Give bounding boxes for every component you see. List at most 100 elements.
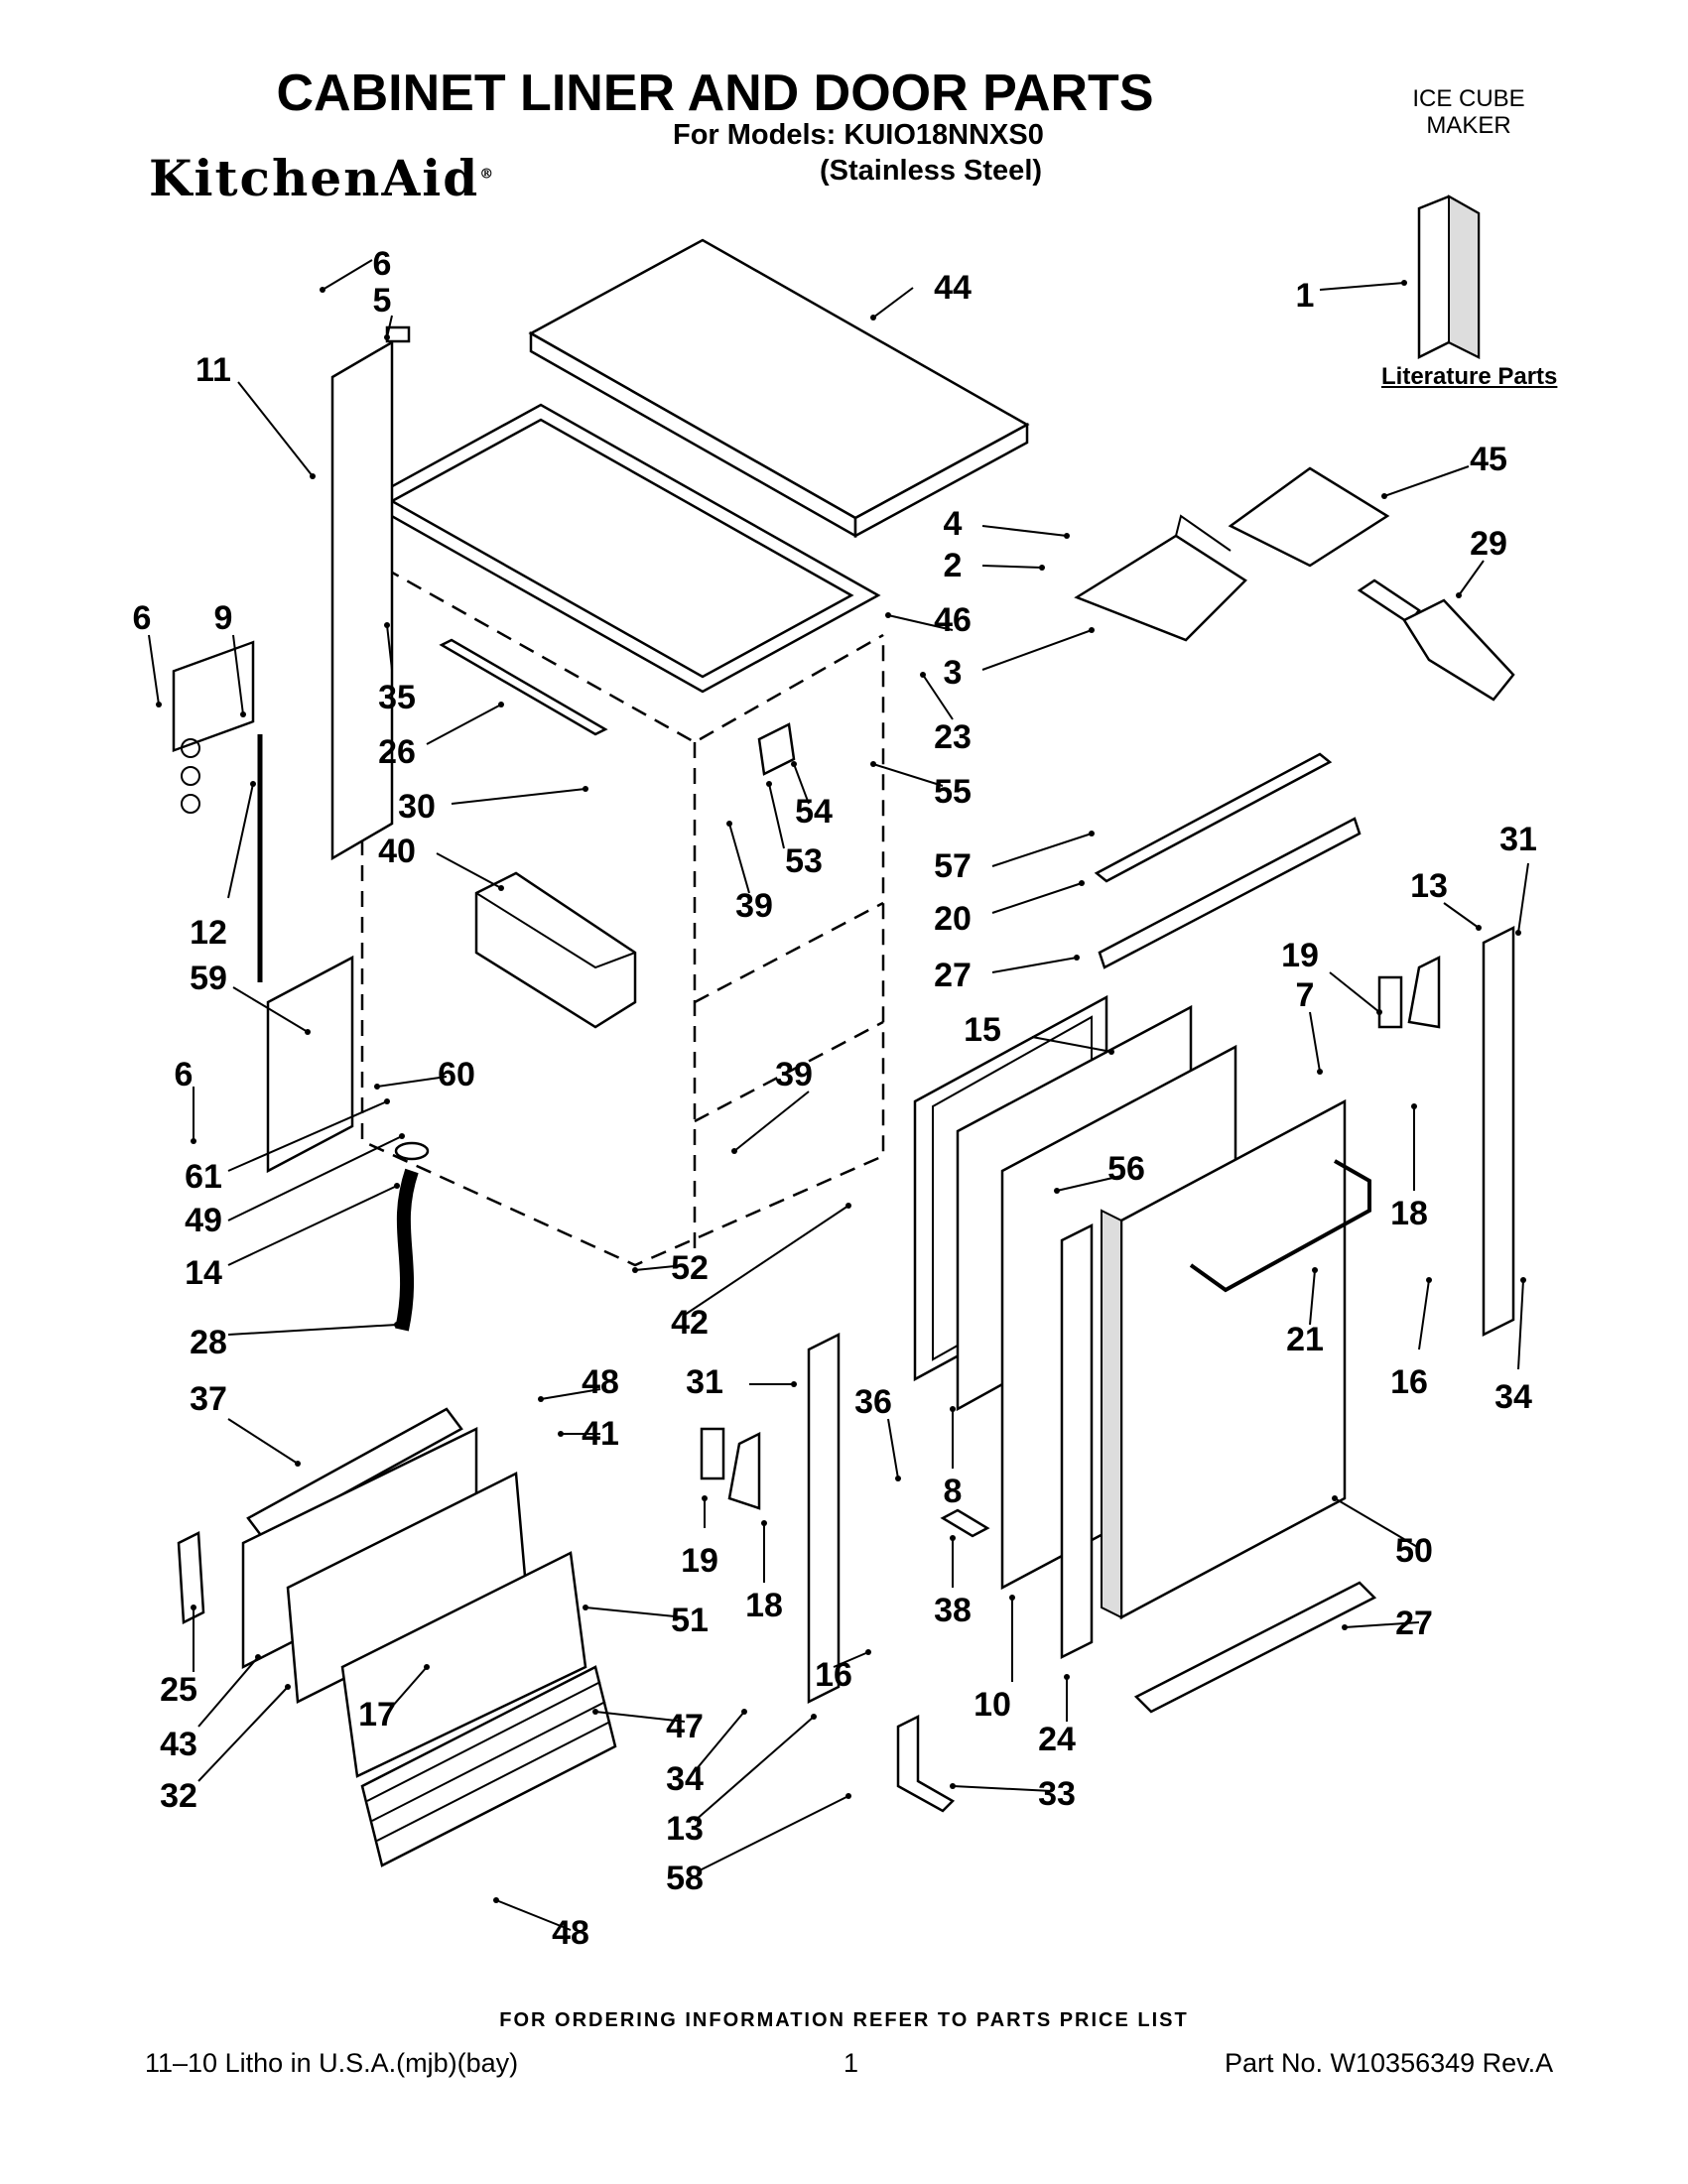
callout-leader-line [227, 783, 254, 899]
callout-arrowhead [191, 1138, 196, 1144]
grille [360, 1665, 617, 1867]
lower-hinge-bracket [896, 1714, 956, 1813]
callout-leader-line [376, 1076, 448, 1088]
bracket [172, 640, 255, 814]
callout-number: 60 [438, 1056, 475, 1093]
callout-leader-line [634, 1264, 686, 1271]
callout-number: 27 [1395, 1605, 1433, 1642]
callout-number: 6 [373, 245, 392, 283]
callout-number: 28 [190, 1324, 227, 1361]
callout-arrowhead [305, 1029, 311, 1035]
callout-number: 23 [934, 718, 972, 756]
callout-leader-line [540, 1388, 601, 1400]
callout-leader-line [981, 565, 1043, 569]
callout-leader-line [1329, 971, 1380, 1013]
callout-arrowhead [156, 702, 162, 707]
callout-number: 12 [190, 914, 227, 952]
top-gasket [362, 403, 881, 694]
callout-arrowhead [1342, 1624, 1348, 1630]
callout-number: 34 [666, 1760, 704, 1798]
callout-arrowhead [791, 761, 797, 767]
callout-leader-line [197, 1686, 289, 1782]
callout-leader-line [426, 704, 502, 745]
callout-number: 8 [944, 1473, 963, 1510]
callout-arrowhead [811, 1714, 817, 1720]
callout-arrowhead [399, 1133, 405, 1139]
callout-leader-line [227, 1100, 388, 1172]
hinge-base-upper [1098, 817, 1362, 969]
callout-number: 46 [934, 601, 972, 639]
callout-number: 54 [795, 793, 833, 831]
callout-leader-line [322, 259, 373, 291]
callout-number: 20 [934, 900, 972, 938]
part-number: Part No. W10356349 Rev.A [1225, 2048, 1554, 2078]
callout-number: 31 [686, 1363, 723, 1401]
callout-leader-line [684, 1205, 849, 1316]
callout-arrowhead [255, 1654, 261, 1660]
callout-arrowhead [702, 1495, 708, 1501]
callout-number: 34 [1494, 1378, 1532, 1416]
ice-bin [474, 871, 637, 1029]
callout-number: 48 [582, 1363, 619, 1401]
callout-arrowhead [394, 1183, 400, 1189]
callout-leader-line [232, 986, 309, 1033]
callout-arrowhead [870, 315, 876, 321]
callout-leader-line [694, 1711, 745, 1772]
callout-arrowhead [1456, 592, 1462, 598]
callout-number: 39 [735, 887, 773, 925]
callout-number: 6 [133, 599, 152, 637]
product-type-line: ICE CUBE [1412, 85, 1525, 112]
callout-arrowhead [766, 781, 772, 787]
callout-number: 13 [666, 1810, 704, 1848]
callout-leader-line [991, 957, 1078, 973]
callout-arrowhead [1089, 831, 1095, 836]
kick-plate-bracket [246, 1407, 463, 1540]
callout-leader-line [391, 1666, 428, 1708]
callout-leader-line [232, 634, 244, 715]
callout-leader-line [699, 1795, 849, 1871]
callout-arrowhead [895, 1476, 901, 1481]
callout-number: 53 [785, 842, 823, 880]
callout-arrowhead [538, 1396, 544, 1402]
callout-arrowhead [632, 1267, 638, 1273]
callout-arrowhead [726, 821, 732, 827]
callout-leader-line [887, 1418, 899, 1479]
callout-arrowhead [1089, 627, 1095, 633]
literature-booklet [1417, 194, 1481, 360]
callout-number: 6 [175, 1056, 194, 1093]
callout-leader-line [1383, 465, 1470, 497]
callout-leader-line [1309, 1011, 1321, 1073]
top-cover [528, 238, 1030, 539]
callout-leader-line [1309, 1269, 1316, 1326]
rail [439, 638, 608, 736]
callout-number: 16 [1390, 1363, 1428, 1401]
callout-arrowhead [285, 1684, 291, 1690]
callout-number: 57 [934, 847, 972, 885]
callout-leader-line [728, 823, 750, 894]
callout-number: 32 [160, 1777, 197, 1815]
callout-arrowhead [1515, 930, 1521, 936]
callout-arrowhead [320, 287, 325, 293]
callout-arrowhead [791, 1381, 797, 1387]
callout-number: 1 [1296, 277, 1315, 315]
callout-number: 24 [1038, 1721, 1076, 1758]
callout-number: 29 [1470, 525, 1507, 563]
callout-number: 25 [160, 1671, 197, 1709]
callout-number: 5 [373, 282, 392, 320]
callout-number: 15 [964, 1011, 1001, 1049]
callout-arrowhead [498, 702, 504, 707]
door-column-left [807, 1332, 841, 1705]
callout-number: 40 [378, 833, 416, 870]
callout-leader-line [227, 1324, 398, 1336]
callout-number: 36 [854, 1383, 892, 1421]
callout-leader-line [872, 287, 914, 319]
callout-arrowhead [493, 1897, 499, 1903]
callout-arrowhead [1520, 1277, 1526, 1283]
callout-leader-line [981, 525, 1068, 537]
hinge-plate-upper [1377, 975, 1403, 1029]
callout-number: 9 [214, 599, 233, 637]
ordering-info: FOR ORDERING INFORMATION REFER TO PARTS … [499, 2009, 1189, 2031]
callout-arrowhead [1317, 1069, 1323, 1075]
callout-leader-line [386, 315, 393, 338]
